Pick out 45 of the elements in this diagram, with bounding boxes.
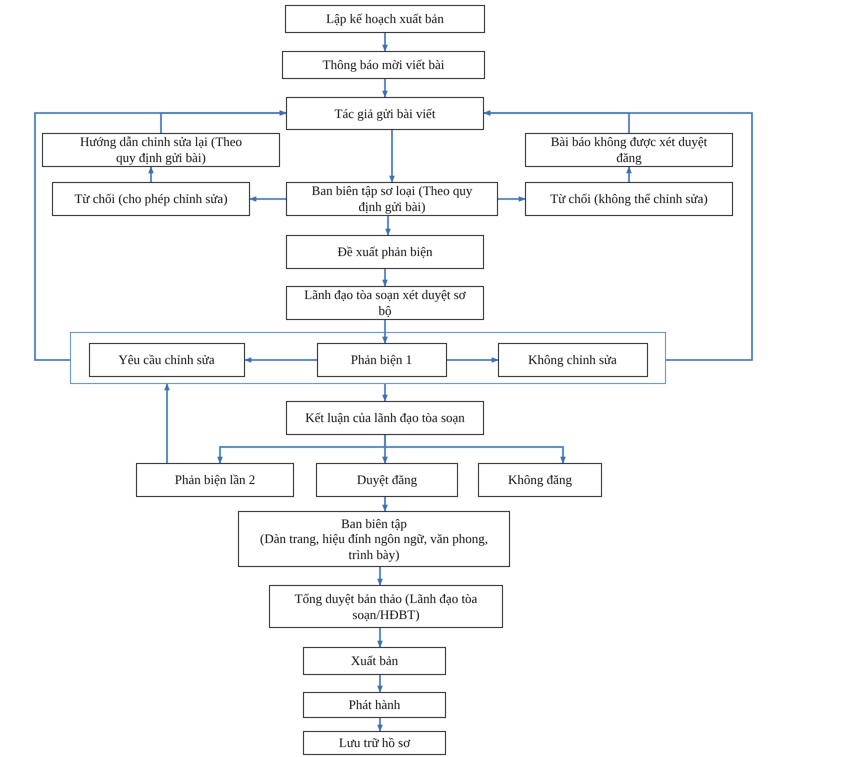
process-box: Tác giả gửi bài viết: [286, 97, 484, 130]
process-box: Không đăng: [478, 463, 602, 497]
process-box: Kết luận của lãnh đạo tòa soạn: [286, 401, 484, 435]
arrow: [244, 357, 317, 363]
arrow: [382, 384, 388, 402]
process-box: Ban biên tập sơ loại (Theo quy định gửi bài): [286, 182, 498, 216]
process-box: Lập kế hoạch xuất bản: [285, 5, 485, 33]
arrow: [447, 357, 499, 363]
process-box: Xuất bản: [303, 647, 446, 675]
arrow: [384, 435, 566, 464]
process-box: Phản biện 1: [316, 342, 446, 376]
arrow: [382, 320, 388, 344]
arrow: [389, 130, 395, 183]
arrow: [34, 110, 287, 361]
process-box: Lưu trữ hồ sơ: [303, 731, 446, 755]
process-box: Duyệt đăng: [316, 463, 458, 497]
arrow: [377, 567, 383, 586]
process-box: Từ chối (không thể chỉnh sửa): [525, 182, 733, 216]
process-box: Phát hành: [303, 692, 446, 718]
arrow: [382, 497, 388, 512]
group-frame: [70, 332, 666, 384]
process-box: Đề xuất phản biện: [286, 235, 484, 269]
process-box: Ban biên tập (Dàn trang, hiệu đính ngôn ngữ, văn phong, trình bày): [238, 511, 510, 567]
arrow: [385, 216, 391, 236]
arrow: [626, 166, 632, 182]
arrow: [249, 196, 286, 202]
process-box: Thông báo mời viết bài: [282, 51, 485, 79]
process-box: Không chỉnh sửa: [498, 342, 648, 376]
arrow: [382, 269, 388, 287]
arrow: [377, 628, 383, 648]
arrow: [483, 110, 753, 361]
process-box: Hướng dẫn chỉnh sửa lại (Theo quy định gửi bài): [42, 133, 280, 167]
process-box: Tổng duyệt bản thảo (Lãnh đạo tòa soạn/HĐBT): [269, 585, 503, 628]
process-box: Lãnh đạo tòa soạn xét duyệt sơ bộ: [286, 286, 484, 320]
arrow: [382, 33, 388, 52]
arrow: [377, 718, 383, 732]
arrow: [377, 675, 383, 693]
arrow: [382, 79, 388, 98]
process-box: Từ chối (cho phép chỉnh sửa): [52, 182, 250, 216]
process-box: Yêu cầu chỉnh sửa: [88, 342, 244, 376]
arrow: [164, 383, 170, 463]
process-box: Phản biện lần 2: [136, 463, 294, 497]
arrow: [148, 166, 154, 182]
process-box: Bài báo không được xét duyệt đăng: [525, 133, 733, 167]
arrow: [498, 196, 526, 202]
